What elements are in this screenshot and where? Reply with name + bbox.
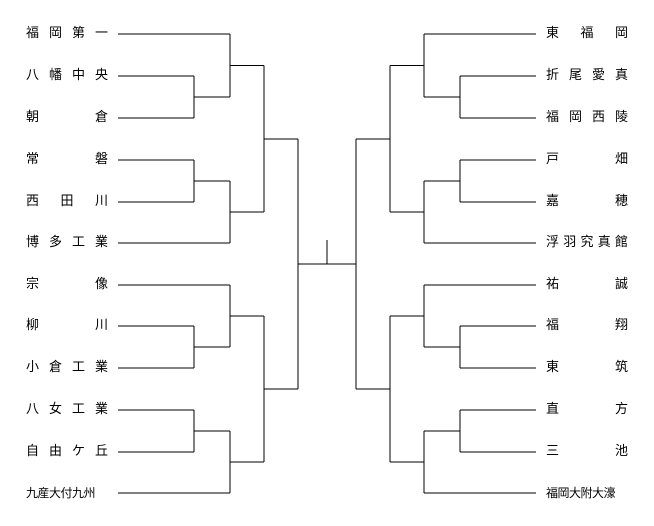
left-team-10: 自由ケ丘 bbox=[26, 444, 108, 459]
left-team-5: 博多工業 bbox=[26, 235, 108, 250]
right-team-1: 折尾愛真 bbox=[546, 68, 628, 83]
left-team-1: 八幡中央 bbox=[26, 68, 108, 83]
right-team-5: 浮羽究真館 bbox=[546, 235, 628, 250]
right-team-9: 直方 bbox=[546, 402, 628, 417]
right-team-4: 嘉穂 bbox=[546, 194, 628, 209]
left-team-9: 八女工業 bbox=[26, 402, 108, 417]
left-team-0: 福岡第一 bbox=[26, 26, 108, 41]
left-team-4: 西田川 bbox=[26, 194, 108, 209]
left-team-6: 宗像 bbox=[26, 277, 108, 292]
right-team-8: 東筑 bbox=[546, 360, 628, 375]
left-team-8: 小倉工業 bbox=[26, 360, 108, 375]
left-team-11: 九産大付九州 bbox=[26, 486, 96, 500]
right-team-7: 福翔 bbox=[546, 318, 628, 333]
left-team-7: 柳川 bbox=[26, 318, 108, 333]
right-team-11: 福岡大附大濠 bbox=[546, 486, 616, 500]
right-team-2: 福岡西陵 bbox=[546, 110, 628, 125]
left-team-3: 常磐 bbox=[26, 152, 108, 167]
right-team-6: 祐誠 bbox=[546, 277, 628, 292]
right-team-10: 三池 bbox=[546, 444, 628, 459]
right-team-3: 戸畑 bbox=[546, 152, 628, 167]
right-team-0: 東福岡 bbox=[546, 26, 628, 41]
left-team-2: 朝倉 bbox=[26, 110, 108, 125]
